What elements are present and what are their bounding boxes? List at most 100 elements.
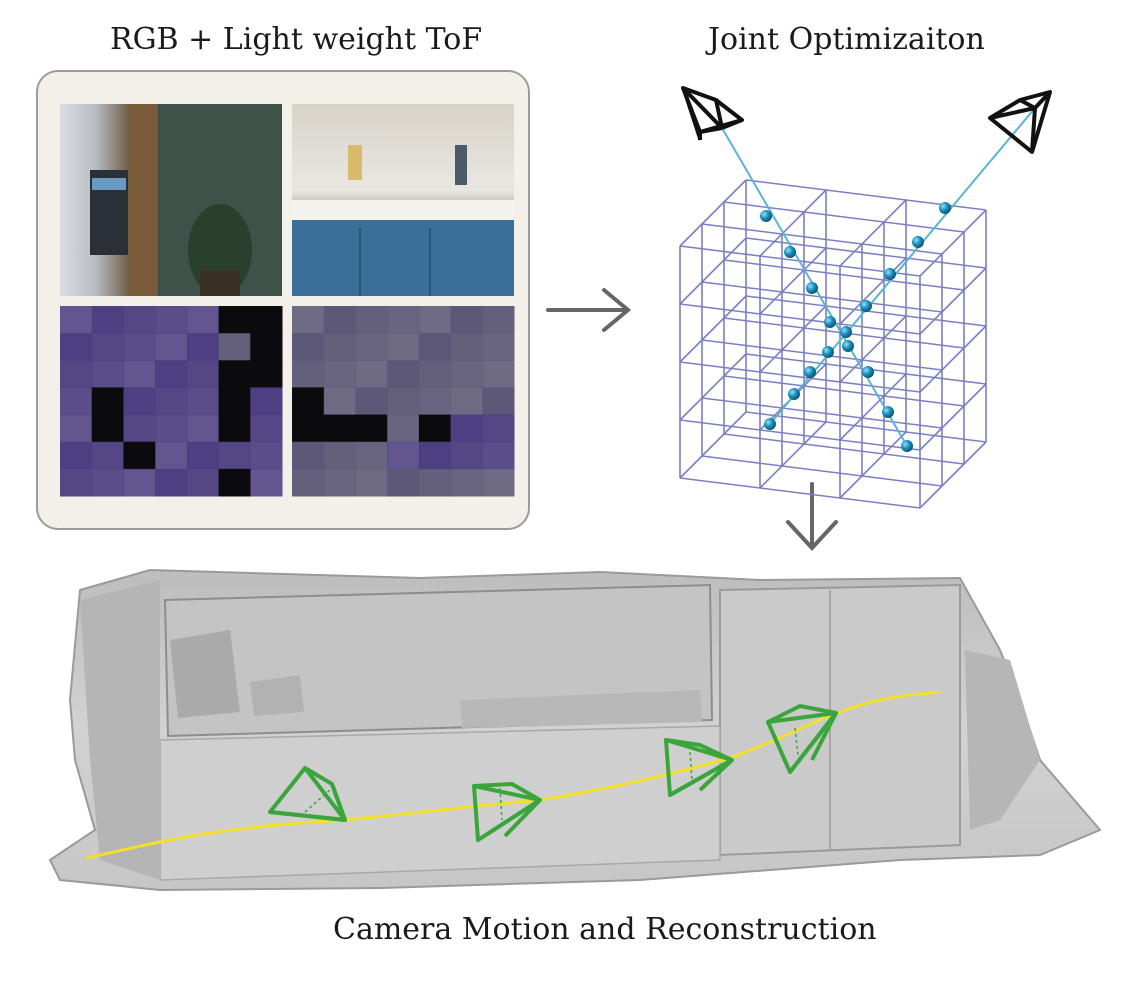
grid-line <box>701 339 943 371</box>
tof-cell <box>323 360 356 388</box>
grid-line <box>839 431 907 499</box>
arrow-down-icon <box>786 482 838 551</box>
arrow-right-icon <box>546 288 632 332</box>
tof-cell <box>186 333 220 361</box>
tof-cell <box>218 387 251 416</box>
tof-cell <box>218 333 251 361</box>
tof-cell <box>292 360 325 388</box>
tof-cell <box>186 387 220 416</box>
input-title: RGB + Light weight ToF <box>110 22 483 57</box>
tof-cell <box>250 441 283 470</box>
tof-cell <box>250 387 283 416</box>
tof-cell <box>186 360 220 388</box>
grid-line <box>701 455 943 487</box>
tof-cell <box>91 468 124 497</box>
ray-node <box>882 406 894 418</box>
tof-cell <box>387 333 420 361</box>
tof-cell <box>482 441 515 470</box>
grid-line <box>723 375 965 407</box>
grid-line <box>839 315 907 383</box>
camera-rays <box>721 107 1036 452</box>
tof-cell <box>482 414 515 443</box>
ray-node <box>788 388 800 400</box>
tof-cell <box>60 360 93 388</box>
tof-cell <box>218 441 251 470</box>
tof-cell <box>323 414 356 443</box>
tof-cell <box>292 468 325 497</box>
tof-cell <box>218 306 251 334</box>
camera-frustum-icon-4 <box>766 704 838 774</box>
tof-cell <box>355 360 388 388</box>
optimization-title: Joint Optimizaiton <box>708 22 985 57</box>
rgb-image-doorway <box>60 104 282 296</box>
tof-cell <box>418 306 452 334</box>
tof-cell <box>292 441 325 470</box>
ray-node <box>860 300 872 312</box>
tof-cell <box>186 306 220 334</box>
tof-cell <box>186 468 220 497</box>
tof-cell <box>186 441 220 470</box>
tof-cell <box>418 387 452 416</box>
grid-line <box>679 303 921 335</box>
tof-cell <box>355 387 388 416</box>
tof-cell <box>450 468 483 497</box>
grid-line <box>759 247 827 315</box>
tof-cell <box>387 468 420 497</box>
tof-cell <box>250 333 283 361</box>
tof-cell <box>323 306 356 334</box>
tof-cell <box>123 306 156 334</box>
grid-line <box>839 257 907 325</box>
tof-cell <box>450 387 483 416</box>
tof-cell <box>123 360 156 388</box>
ray-node <box>901 440 913 452</box>
grid-line <box>701 223 943 255</box>
tof-cell <box>450 333 483 361</box>
tof-cell <box>387 306 420 334</box>
grid-line <box>679 179 747 247</box>
tof-cell <box>292 333 325 361</box>
tof-cell <box>155 441 188 470</box>
camera-icon-right <box>988 90 1052 154</box>
grid-line <box>919 209 987 277</box>
tof-cell <box>323 441 356 470</box>
grid-line <box>701 281 943 313</box>
tof-cell <box>155 333 188 361</box>
grid-line <box>759 421 827 489</box>
camera-frustum-icon-1 <box>268 766 347 822</box>
grid-line <box>679 353 747 421</box>
ray-node <box>760 210 772 222</box>
grid-line <box>679 361 921 393</box>
tof-cell <box>123 333 156 361</box>
tof-cell <box>250 468 283 497</box>
tof-cell <box>186 414 220 443</box>
tof-cell <box>91 306 124 334</box>
ray-node <box>784 246 796 258</box>
grid-line <box>679 419 921 451</box>
ray-node <box>804 366 816 378</box>
tof-cell <box>355 306 388 334</box>
tof-cell <box>355 414 388 443</box>
camera-frustum-icon-2 <box>472 782 542 842</box>
reconstruction-mesh <box>48 568 1102 892</box>
tof-cell <box>355 468 388 497</box>
grid-line <box>679 237 747 305</box>
tof-cell <box>450 360 483 388</box>
grid-line <box>759 189 827 257</box>
tof-cell <box>418 468 452 497</box>
grid-line <box>701 397 943 429</box>
tof-cell <box>155 387 188 416</box>
grid-line <box>723 433 965 465</box>
tof-cell <box>155 414 188 443</box>
tof-cell <box>155 468 188 497</box>
tof-cell <box>91 441 124 470</box>
tof-cell <box>60 468 93 497</box>
grid-line <box>745 411 987 443</box>
tof-cell <box>60 414 93 443</box>
grid-line <box>723 201 965 233</box>
grid-line <box>839 199 907 267</box>
grid-line <box>919 267 987 335</box>
tof-cell <box>292 414 325 443</box>
ray-node <box>806 282 818 294</box>
grid-line <box>679 477 921 509</box>
tof-cell <box>323 468 356 497</box>
